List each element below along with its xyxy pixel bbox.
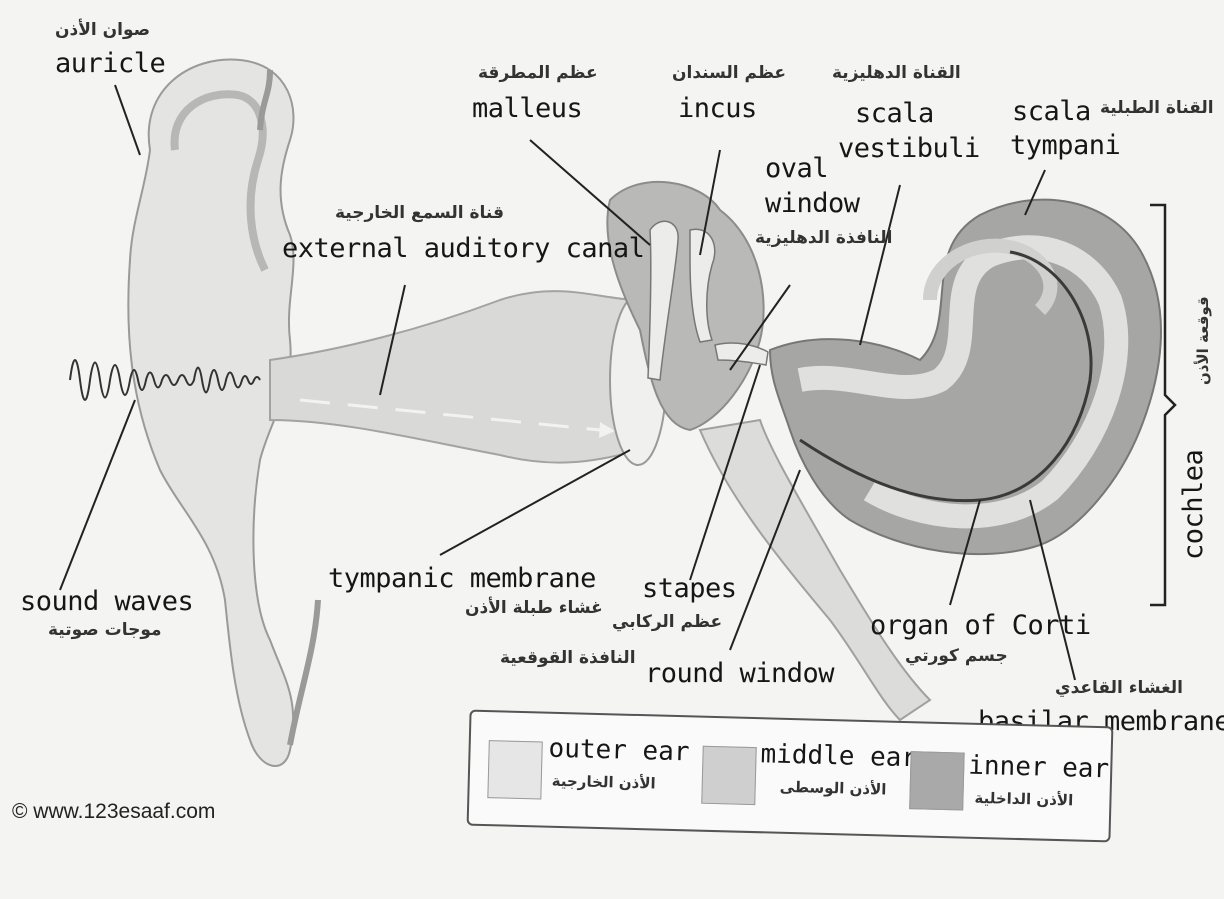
legend-swatch-middle-ear (701, 746, 756, 805)
label-sound-waves: sound waves (20, 588, 193, 615)
leader-sound-waves (60, 400, 135, 590)
leader-tympanic (440, 450, 630, 555)
label-oval-window-ar: النافذة الدهليزية (755, 230, 892, 247)
label-scala-vestibuli-2: vestibuli (838, 135, 980, 162)
leader-auricle (115, 85, 140, 155)
label-scala-tympani-ar: القناة الطبلية (1100, 100, 1214, 117)
legend-label-inner-ear: inner ear (968, 751, 1110, 785)
label-cochlea-ar: قوقعة الأذن (1196, 296, 1211, 385)
label-incus-ar: عظم السندان (672, 65, 786, 82)
label-scala-vestibuli-1: scala (855, 100, 934, 127)
legend-label-middle-ear-ar: الأذن الوسطى (779, 778, 886, 799)
label-tympanic-membrane: tympanic membrane (328, 565, 596, 592)
auricle-shape (128, 60, 293, 766)
label-incus: incus (678, 95, 757, 122)
label-cochlea: cochlea (1180, 450, 1207, 560)
label-round-window-ar: النافذة القوقعية (500, 650, 636, 667)
label-tympanic-membrane-ar: غشاء طبلة الأذن (465, 600, 603, 617)
copyright-text: © www.123esaaf.com (12, 800, 215, 824)
label-stapes: stapes (642, 575, 737, 602)
label-sound-waves-ar: موجات صوتية (48, 622, 162, 639)
label-canal: external auditory canal (282, 235, 644, 262)
label-malleus: malleus (472, 95, 582, 122)
label-organ-of-corti-ar: جسم كورتي (905, 648, 1008, 665)
legend-label-inner-ear-ar: الأذن الداخلية (974, 789, 1073, 810)
label-scala-tympani-2: tympani (1010, 132, 1120, 159)
label-scala-tympani-1: scala (1012, 98, 1091, 125)
label-organ-of-corti: organ of Corti (870, 612, 1091, 639)
legend-label-outer-ear-ar: الأذن الخارجية (552, 772, 656, 793)
canal-shape (270, 291, 640, 463)
label-oval-window-1: oval (765, 155, 828, 182)
legend-swatch-outer-ear (487, 740, 542, 799)
label-scala-vestibuli-ar: القناة الدهليزية (832, 65, 961, 82)
cochlea-bracket (1150, 205, 1175, 605)
leader-scala-vestibuli (860, 185, 900, 345)
label-round-window: round window (645, 660, 834, 687)
label-oval-window-2: window (765, 190, 860, 217)
label-malleus-ar: عظم المطرقة (478, 65, 598, 82)
label-auricle: auricle (55, 50, 165, 77)
label-stapes-ar: عظم الركابي (612, 614, 722, 631)
label-basilar-membrane-ar: الغشاء القاعدي (1055, 680, 1183, 697)
label-canal-ar: قناة السمع الخارجية (335, 205, 504, 222)
legend-label-outer-ear: outer ear (548, 734, 690, 768)
legend-swatch-inner-ear (909, 751, 964, 810)
auricle-bottom-tail (290, 600, 318, 745)
legend-label-middle-ear: middle ear (760, 739, 917, 773)
label-auricle-ar: صوان الأذن (55, 22, 150, 39)
legend-box: outer ear الأذن الخارجية middle ear الأذ… (467, 710, 1114, 843)
